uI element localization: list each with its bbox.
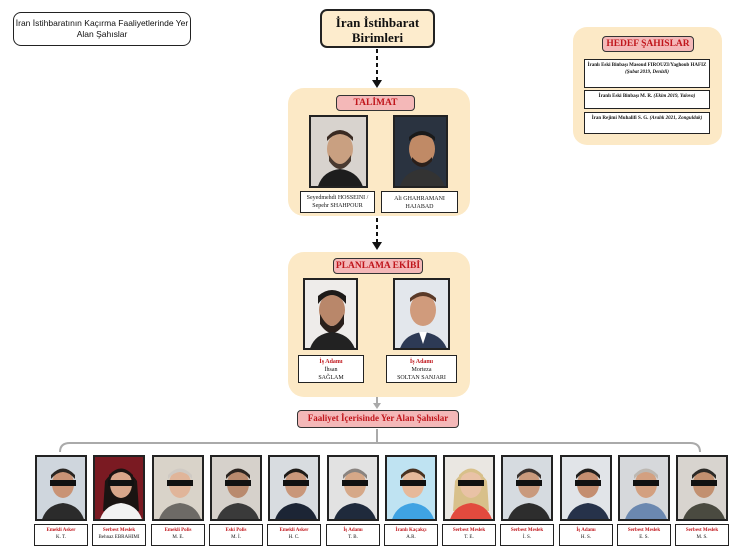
member-name: T. B. xyxy=(348,535,358,540)
planlama-label: PLANLAMA EKİBİ xyxy=(333,258,423,274)
planlama-last-1: SAĞLAM xyxy=(318,375,344,381)
planlama-role-1: İş Adamı xyxy=(319,359,343,365)
planlama-last-2: SOLTAN SANJARI xyxy=(397,375,446,381)
member-photo xyxy=(385,455,437,521)
member-photo xyxy=(35,455,87,521)
member-role: İş Adamı xyxy=(576,528,596,533)
planlama-first-2: Morteza xyxy=(411,367,432,373)
member-caption: Serbest Meslek İ. S. xyxy=(500,524,554,546)
talimat-photo-1 xyxy=(309,115,368,188)
hedef-item-1: İranlı Eski Binbaşı Masoud FIROUZI/Yagho… xyxy=(584,59,710,88)
planlama-name-2: İş Adamı Morteza SOLTAN SANJARI xyxy=(386,355,457,383)
member-role: Eski Polis xyxy=(225,528,247,533)
planlama-photo-2 xyxy=(393,278,450,350)
member-photo xyxy=(560,455,612,521)
member-name: E. S. xyxy=(639,535,649,540)
member-name: M. S. xyxy=(696,535,708,540)
member-role: Serbest Meslek xyxy=(510,528,544,533)
member-name: K. T. xyxy=(56,535,66,540)
member-caption: Emekli Asker H. C. xyxy=(267,524,321,546)
member-caption: Serbest Meslek T. E. xyxy=(442,524,496,546)
member-role: Emekli Asker xyxy=(46,528,76,533)
member-role: Serbest Meslek xyxy=(627,528,661,533)
member-caption: Serbest Meslek M. S. xyxy=(675,524,729,546)
member-caption: Serbest Meslek E. S. xyxy=(617,524,671,546)
member-caption: Emekli Asker K. T. xyxy=(34,524,88,546)
member-role: Serbest Meslek xyxy=(452,528,486,533)
talimat-name-2: Ali GHAHRAMANI HAJABAD xyxy=(381,191,458,213)
member-photo xyxy=(93,455,145,521)
main-node: İran İstihbarat Birimleri xyxy=(320,9,435,48)
planlama-first-1: İhsan xyxy=(324,367,338,373)
hedef-item-3: İran Rejimi Muhalifi S. G. (Aralık 2021,… xyxy=(584,112,710,134)
member-photo xyxy=(152,455,204,521)
member-photo xyxy=(327,455,379,521)
talimat-name-1: Seyedmehdi HOSSEINI / Sepehr SHAHPOUR xyxy=(300,191,375,213)
member-photo xyxy=(210,455,262,521)
member-name: M. E. xyxy=(172,535,184,540)
diagram-title-box: İran İstihbaratının Kaçırma Faaliyetleri… xyxy=(13,12,191,46)
talimat-label: TALİMAT xyxy=(336,95,415,111)
member-caption: Eski Polis M. İ. xyxy=(209,524,263,546)
member-role: Emekli Asker xyxy=(279,528,309,533)
planlama-name-1: İş Adamı İhsan SAĞLAM xyxy=(298,355,364,383)
member-caption: İş Adamı H. S. xyxy=(559,524,613,546)
member-role: Serbest Meslek xyxy=(102,528,136,533)
member-photo xyxy=(676,455,728,521)
member-photo xyxy=(501,455,553,521)
hedef-label: HEDEF ŞAHISLAR xyxy=(602,36,694,52)
hedef-item-2: İranlı Eski Binbaşı M. R. (Ekim 2019, Ya… xyxy=(584,90,710,109)
member-caption: Emekli Polis M. E. xyxy=(151,524,205,546)
member-caption: İş Adamı T. B. xyxy=(326,524,380,546)
member-name: A.R. xyxy=(406,535,416,540)
member-name: M. İ. xyxy=(231,535,241,540)
member-name: H. S. xyxy=(580,535,592,540)
member-photo xyxy=(618,455,670,521)
member-name: H. C. xyxy=(288,535,300,540)
member-photo xyxy=(268,455,320,521)
member-name: T. E. xyxy=(464,535,474,540)
member-name: Behnaz EBRAHIMI xyxy=(98,535,140,540)
faaliyet-label: Faaliyet İçerisinde Yer Alan Şahıslar xyxy=(297,410,459,428)
member-role: Emekli Polis xyxy=(164,528,192,533)
planlama-role-2: İş Adamı xyxy=(409,359,434,365)
talimat-photo-2 xyxy=(393,115,448,188)
planlama-photo-1 xyxy=(303,278,358,350)
member-role: İş Adamı xyxy=(343,528,363,533)
member-name: İ. S. xyxy=(522,535,532,540)
member-role: İranlı Kaçakçı xyxy=(395,528,427,533)
member-photo xyxy=(443,455,495,521)
member-role: Serbest Meslek xyxy=(685,528,719,533)
